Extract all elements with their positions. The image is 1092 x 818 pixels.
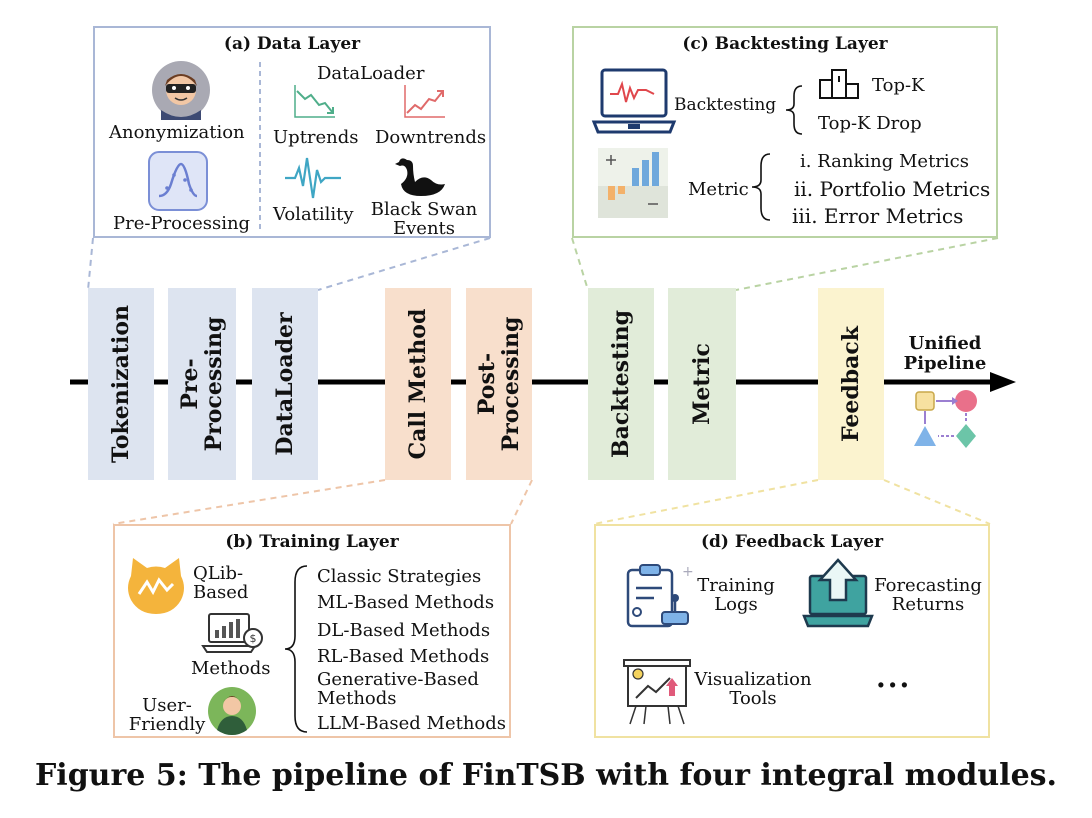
anonymization-icon: [152, 61, 210, 120]
training-brace: [284, 565, 308, 733]
method-item-generative: Generative-Based: [317, 669, 479, 690]
user-friendly-label: Friendly: [128, 714, 206, 735]
black-swan-events-label: Events: [392, 218, 456, 239]
training-logs-label: Training: [697, 575, 775, 596]
stage-feedback: Feedback: [818, 288, 884, 480]
stage-pre-processing: Pre- Processing: [168, 288, 236, 480]
stage-metric: Metric: [668, 288, 736, 480]
visualization-tools-label: Tools: [729, 688, 777, 709]
data-layer-panel: (a) Data Layer Anonymization Pre-Process…: [93, 26, 491, 238]
user-label: User-: [142, 695, 192, 716]
stage-post-processing-label: Post- Processing: [474, 316, 524, 452]
stage-pre-processing-label: Pre- Processing: [177, 316, 227, 452]
uptrends-label: Uptrends: [273, 127, 359, 148]
method-item-ml: ML-Based Methods: [317, 592, 495, 613]
qlib-cat-icon: [128, 558, 184, 614]
ranking-metrics-label: i. Ranking Metrics: [800, 151, 969, 172]
method-item-llm: LLM-Based Methods: [317, 713, 507, 734]
unified-label: Unified: [908, 333, 982, 354]
method-item-generative-methods: Methods: [317, 688, 397, 709]
downtrend-chart-icon: [404, 85, 445, 118]
backtesting-layer-panel: (c) Backtesting Layer Backtesting Top-K …: [572, 26, 998, 238]
volatility-icon: [285, 157, 341, 199]
black-swan-label: Black Swan: [370, 199, 478, 220]
forecasting-label: Forecasting: [874, 575, 982, 596]
error-metrics-label: iii. Error Metrics: [792, 204, 964, 228]
laptop-chart-icon: [591, 68, 677, 134]
method-item-classic: Classic Strategies: [317, 566, 482, 587]
podium-icon: [819, 69, 859, 99]
topk-label: Top-K: [872, 75, 925, 96]
user-avatar-icon: [208, 687, 256, 735]
uptrend-chart-icon: [294, 85, 335, 118]
svg-text:$: $: [250, 632, 257, 645]
method-item-rl: RL-Based Methods: [317, 646, 490, 667]
stage-call-method: Call Method: [385, 288, 451, 480]
qlib-based-label: Based: [193, 582, 249, 603]
stage-tokenization: Tokenization: [88, 288, 154, 480]
workflow-icon: [914, 390, 977, 448]
svg-text:+: +: [682, 564, 694, 580]
more-ellipsis: ...: [876, 661, 912, 694]
figure-caption: Figure 5: The pipeline of FinTSB with fo…: [35, 758, 1057, 793]
downtrends-label: Downtrends: [375, 127, 487, 148]
volatility-label: Volatility: [273, 204, 354, 225]
stage-backtesting: Backtesting: [588, 288, 654, 480]
divider-line: [259, 62, 261, 232]
preprocessing-icon: [148, 151, 208, 211]
method-item-dl: DL-Based Methods: [317, 620, 491, 641]
stage-post-processing: Post- Processing: [466, 288, 532, 480]
forecasting-laptop-icon: [802, 558, 874, 628]
methods-label: Methods: [191, 658, 271, 679]
black-swan-icon: [395, 158, 445, 196]
qlib-label: QLib-: [193, 563, 244, 584]
visualization-board-icon: [623, 659, 691, 725]
forecasting-returns-label: Returns: [891, 594, 965, 615]
anonymization-label: Anonymization: [109, 122, 245, 143]
metric-label: Metric: [688, 179, 749, 200]
data-layer-title: (a) Data Layer: [223, 34, 361, 54]
pipeline-label: Pipeline: [903, 353, 987, 374]
topk-drop-label: Top-K Drop: [818, 113, 922, 134]
dataloader-label: DataLoader: [317, 63, 425, 84]
training-logs-label-2: Logs: [714, 594, 758, 615]
stage-dataloader: DataLoader: [252, 288, 318, 480]
visualization-label: Visualization: [694, 669, 812, 690]
backtesting-brace: [785, 85, 803, 135]
training-layer-title: (b) Training Layer: [225, 532, 399, 552]
portfolio-metrics-label: ii. Portfolio Metrics: [794, 177, 991, 201]
training-layer-panel: (b) Training Layer QLib- Based $ Methods…: [113, 524, 511, 738]
feedback-layer-title: (d) Feedback Layer: [700, 532, 884, 552]
metric-brace: [751, 153, 771, 221]
feedback-layer-panel: (d) Feedback Layer + Training Logs Forec…: [594, 524, 990, 738]
backtesting-label: Backtesting: [674, 95, 777, 115]
training-logs-icon: +: [626, 564, 694, 628]
metric-chart-icon: [598, 148, 668, 218]
preprocessing-label: Pre-Processing: [113, 213, 251, 234]
backtesting-layer-title: (c) Backtesting Layer: [682, 34, 888, 54]
methods-laptop-icon: $: [201, 613, 263, 653]
